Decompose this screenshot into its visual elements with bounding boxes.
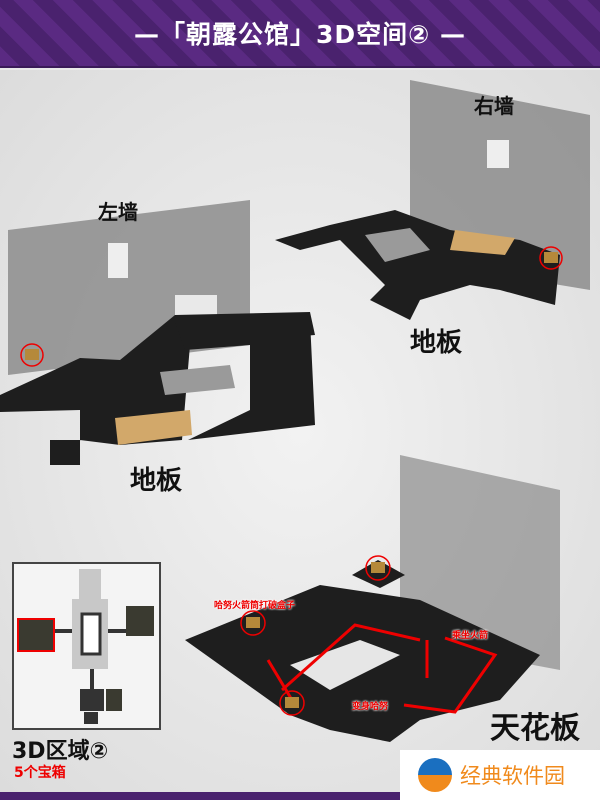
right-wall-label: 右墙 bbox=[474, 94, 514, 118]
route-arrow bbox=[281, 623, 421, 692]
footer-bar bbox=[0, 792, 400, 800]
left-wall-opening bbox=[108, 243, 128, 278]
treasure-chest-icon bbox=[365, 555, 391, 581]
chest-count: 5个宝箱 bbox=[14, 765, 66, 781]
left-floor-2 bbox=[175, 320, 315, 440]
right-bridge bbox=[450, 230, 515, 255]
header-banner: —「朝露公馆」3D空间② — bbox=[0, 0, 600, 68]
bazooka-annotation: 哈努火箭筒打破盒子 bbox=[214, 601, 296, 611]
right-floor-label: 地板 bbox=[410, 328, 463, 358]
minimap-selected-room bbox=[17, 618, 55, 652]
transform-annotation: 变身哈努 bbox=[352, 702, 389, 712]
treasure-chest-icon bbox=[240, 610, 266, 636]
ceiling-label: 天花板 bbox=[490, 711, 580, 746]
minimap bbox=[12, 562, 161, 730]
area-title: 3D区域② bbox=[12, 739, 109, 764]
watermark: 经典软件园 bbox=[400, 750, 600, 800]
ceiling-hole bbox=[290, 640, 400, 690]
left-floor bbox=[0, 312, 315, 465]
left-wall-label: 左墙 bbox=[98, 200, 138, 224]
left-blocks bbox=[160, 365, 235, 395]
left-wall bbox=[8, 200, 250, 375]
right-wall-opening bbox=[487, 140, 509, 168]
treasure-chest-icon bbox=[539, 246, 563, 270]
left-floor-label: 地板 bbox=[130, 466, 183, 496]
ride-rocket-annotation: 乘坐火箭 bbox=[452, 631, 489, 641]
route-arrow bbox=[403, 636, 498, 714]
left-bridge bbox=[115, 410, 192, 445]
watermark-text: 经典软件园 bbox=[460, 764, 565, 788]
ceiling-top-platform bbox=[352, 560, 405, 588]
right-blocks bbox=[365, 228, 430, 262]
route-arrow bbox=[266, 659, 294, 701]
page-title: —「朝露公馆」3D空间② — bbox=[133, 20, 467, 49]
treasure-chest-icon bbox=[20, 343, 44, 367]
treasure-chest-icon bbox=[279, 690, 305, 716]
watermark-logo-icon bbox=[418, 758, 452, 792]
